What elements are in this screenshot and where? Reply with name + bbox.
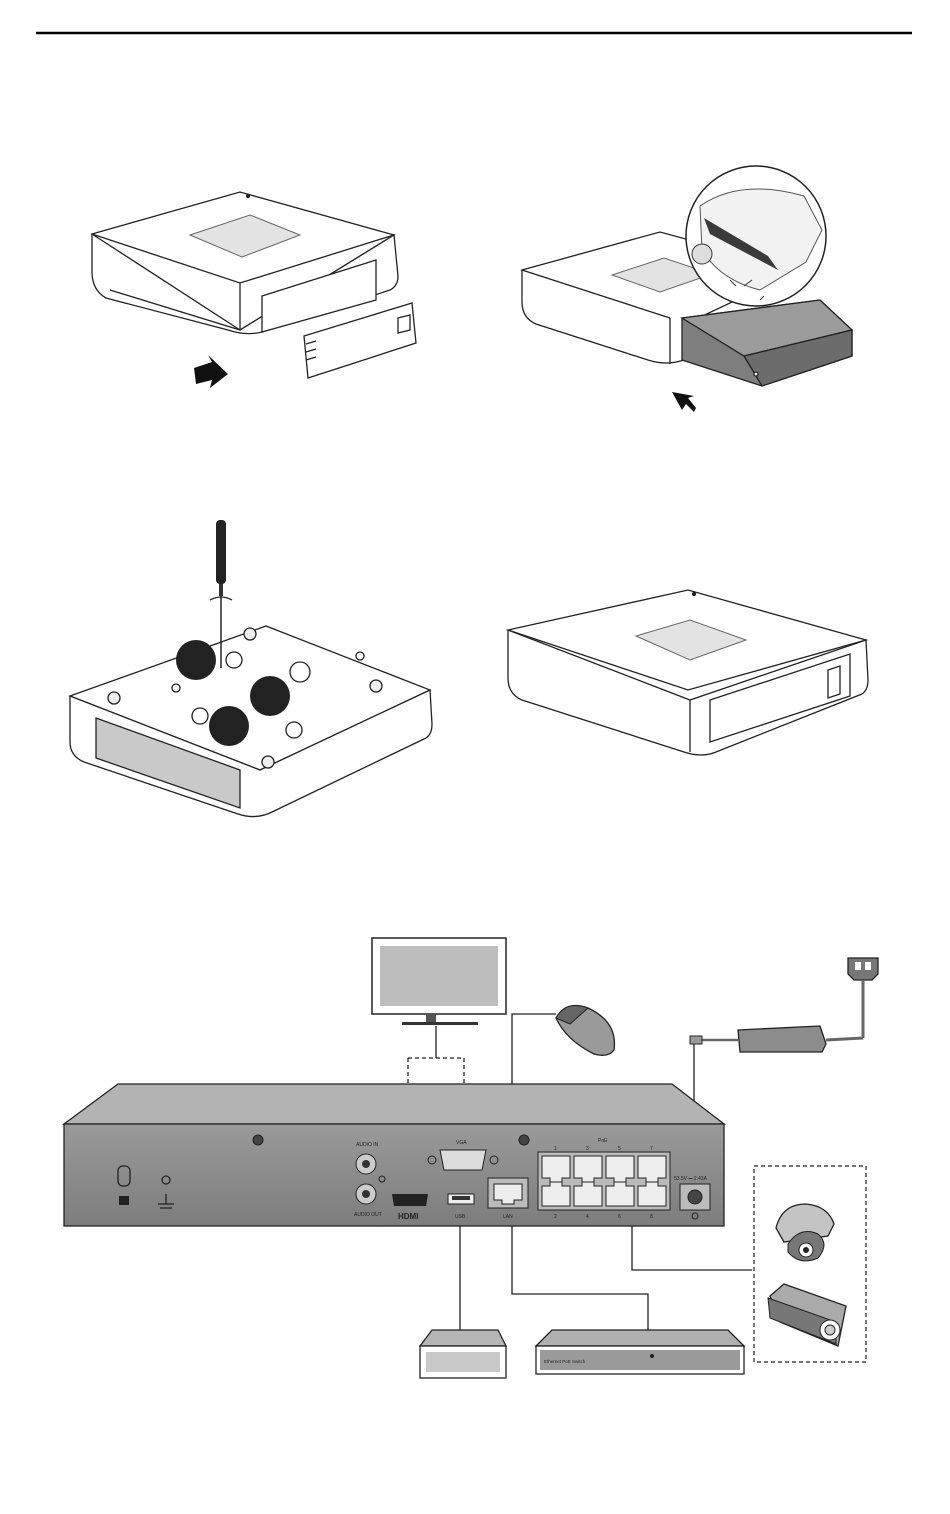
- bullet-camera-icon: [768, 1284, 846, 1346]
- poe-port-6: 6: [618, 1214, 621, 1220]
- poe-port-2: 2: [554, 1214, 557, 1220]
- switch-icon: [536, 1330, 744, 1374]
- arrow-icon: [672, 392, 696, 412]
- connector-zoom: [686, 166, 826, 306]
- mouse-icon: [556, 1006, 614, 1056]
- screw-marker: [176, 640, 216, 680]
- step1-remove-cover: [92, 192, 416, 378]
- hdmi-label: HDMI: [398, 1212, 418, 1221]
- poe-port-5: 5: [618, 1146, 621, 1152]
- switch-label: Ethernet PoE Switch: [544, 1359, 586, 1364]
- plug-icon: [826, 958, 878, 1040]
- power-rating-label: 53.5V ⎓ 2.43A: [674, 1176, 708, 1182]
- audio-out-label: AUDIO OUT: [354, 1212, 382, 1218]
- power-adapter-icon: [690, 1026, 826, 1052]
- poe-port-4: 4: [586, 1214, 589, 1220]
- screw-marker: [250, 676, 290, 716]
- audio-in-label: AUDIO IN: [356, 1142, 379, 1148]
- usb-label: USB: [455, 1214, 466, 1220]
- poe-ports: [538, 1152, 670, 1210]
- poe-port-7: 7: [650, 1146, 653, 1152]
- vga-label: VGA: [456, 1140, 467, 1146]
- lan-port: [488, 1178, 528, 1208]
- dome-camera-icon: [776, 1204, 834, 1261]
- hdmi-port: [392, 1194, 428, 1206]
- poe-port-1: 1: [554, 1146, 557, 1152]
- usb-port: [448, 1194, 474, 1204]
- arrow-icon: [194, 355, 228, 388]
- screw-marker: [209, 706, 249, 746]
- step4-assembled-nvr: [508, 590, 868, 755]
- hard-drive-icon: [420, 1330, 506, 1378]
- poe-port-3: 3: [586, 1146, 589, 1152]
- poe-port-8: 8: [650, 1214, 653, 1220]
- step3-fasten-screws: [70, 626, 432, 817]
- lan-label: LAN: [503, 1214, 513, 1220]
- poe-label: PoE: [598, 1138, 608, 1144]
- monitor-icon: [372, 938, 506, 1025]
